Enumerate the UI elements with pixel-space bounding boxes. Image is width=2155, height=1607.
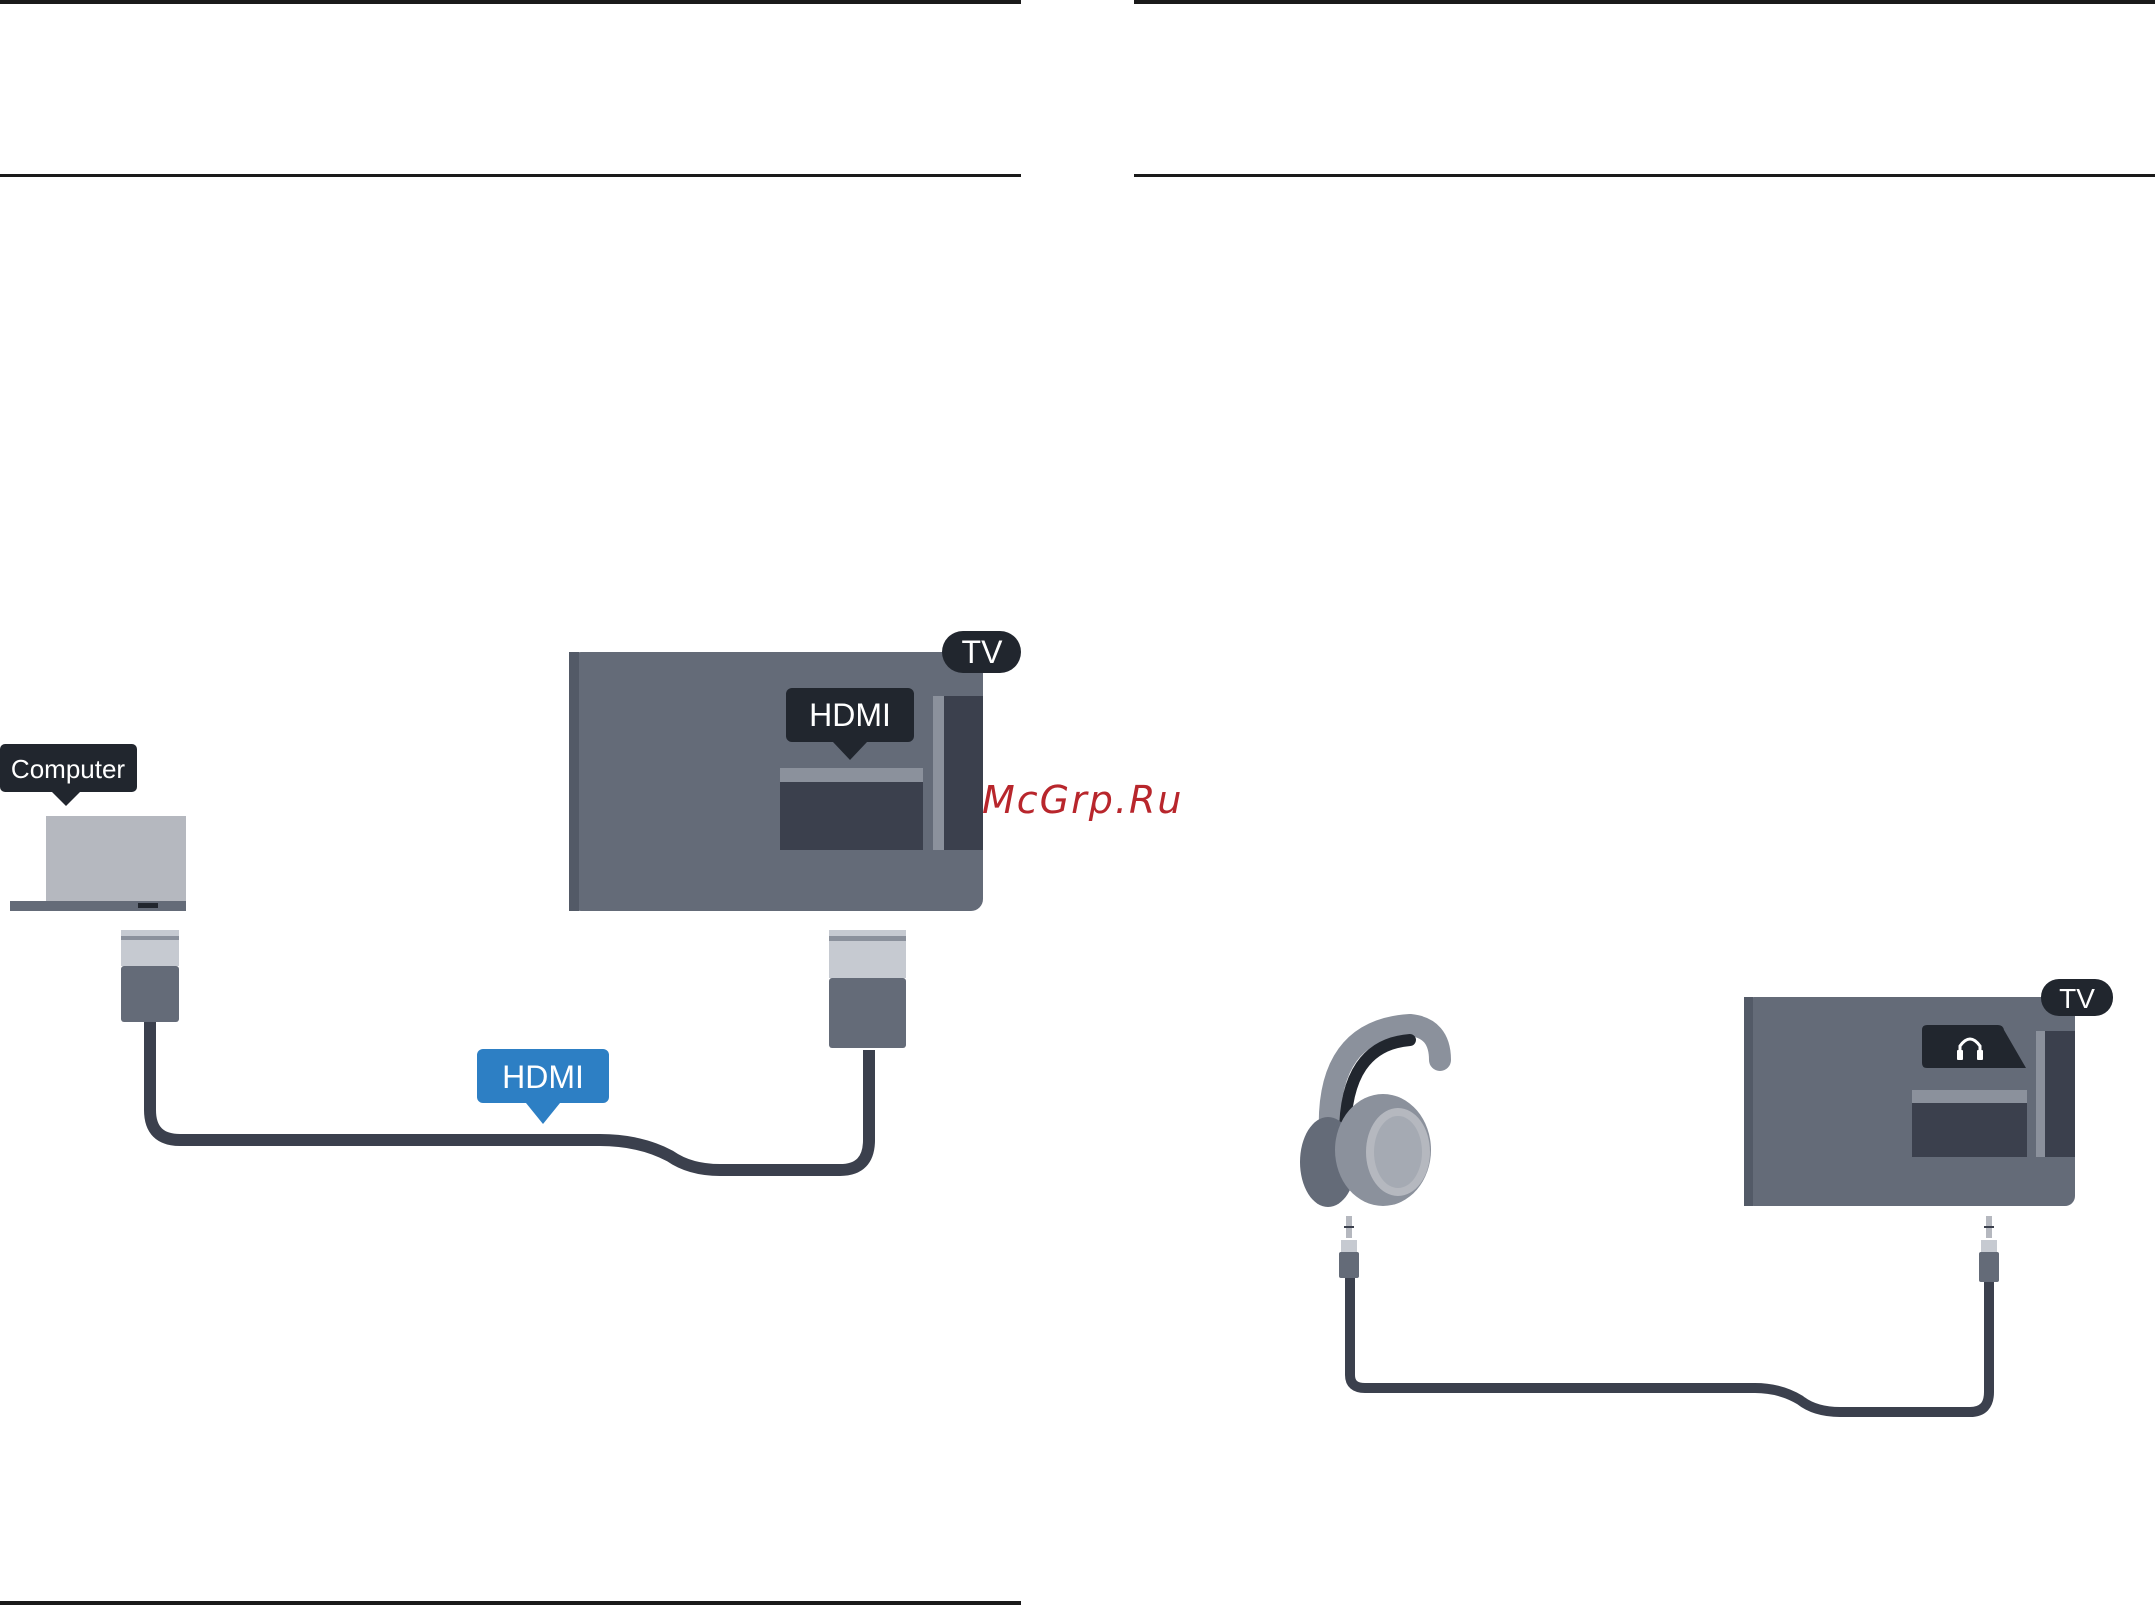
tv-badge-2: TV bbox=[2041, 979, 2113, 1016]
headphone-port-label bbox=[1922, 1025, 2026, 1068]
tv-hdmi-port-label: HDMI bbox=[786, 688, 914, 760]
audio-jack-right bbox=[1979, 1216, 1999, 1282]
hdmi-cable-label-text: HDMI bbox=[502, 1059, 584, 1095]
headphones-icon bbox=[1957, 1037, 1983, 1060]
headphones-diagram: TV bbox=[1300, 979, 2113, 1417]
hdmi-computer-diagram: TV HDMI Computer bbox=[0, 631, 1021, 1176]
top-rule-right bbox=[1134, 0, 2155, 4]
tv-illustration-2 bbox=[1744, 997, 2075, 1206]
tv-hdmi-port-text: HDMI bbox=[809, 697, 891, 733]
watermark: McGrp.Ru bbox=[982, 778, 1184, 822]
audio-jack-left bbox=[1339, 1216, 1359, 1278]
tv-badge-label: TV bbox=[962, 634, 1004, 670]
computer-label-text: Computer bbox=[11, 754, 125, 784]
header-rule-right bbox=[1134, 174, 2155, 177]
bottom-rule-left bbox=[0, 1601, 1021, 1605]
computer-label: Computer bbox=[0, 744, 137, 806]
tv-badge: TV bbox=[942, 631, 1021, 673]
hdmi-connector-left bbox=[121, 930, 179, 1022]
tv-badge-2-label: TV bbox=[2059, 983, 2095, 1014]
hdmi-cable bbox=[144, 1020, 875, 1176]
hdmi-cable-label: HDMI bbox=[477, 1049, 609, 1124]
headphones-illustration bbox=[1300, 1013, 1451, 1207]
top-rule-left bbox=[0, 0, 1021, 4]
audio-cable bbox=[1345, 1275, 1994, 1417]
tv-illustration bbox=[569, 652, 983, 911]
hdmi-connector-right bbox=[829, 930, 906, 1048]
header-rule-left bbox=[0, 174, 1021, 177]
laptop-illustration bbox=[10, 816, 186, 911]
